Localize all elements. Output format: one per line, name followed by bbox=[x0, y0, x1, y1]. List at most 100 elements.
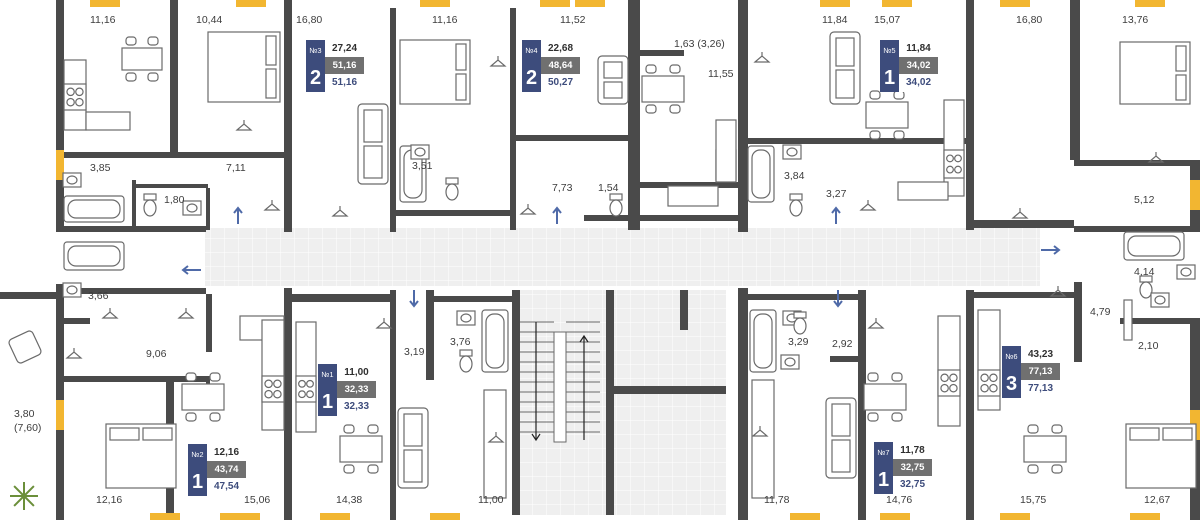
dining-table-icon bbox=[1023, 424, 1067, 474]
wall-segment bbox=[634, 50, 684, 56]
window bbox=[1190, 180, 1200, 210]
apartment-number: №1 bbox=[318, 364, 337, 388]
stove-icon bbox=[295, 375, 317, 403]
toilet-icon bbox=[459, 349, 473, 373]
arrow-icon bbox=[552, 206, 562, 224]
window bbox=[56, 400, 64, 430]
room-area-label: 16,80 bbox=[1016, 14, 1043, 26]
wall-segment bbox=[858, 290, 866, 520]
wall-segment bbox=[56, 0, 64, 230]
wall-segment bbox=[968, 220, 1074, 228]
sofa-icon bbox=[397, 407, 429, 489]
room-area-label: 14,38 bbox=[336, 494, 363, 506]
wall-segment bbox=[614, 386, 726, 394]
living-area: 27,24 bbox=[325, 40, 364, 57]
room-area-label: 3,29 bbox=[788, 336, 809, 348]
room-area-label: 11,78 bbox=[764, 494, 790, 506]
wall-segment bbox=[966, 0, 974, 230]
room-area-label: 3,66 bbox=[88, 290, 109, 302]
wall-segment bbox=[510, 8, 516, 230]
room-area-label: 2,10 bbox=[1138, 340, 1159, 352]
window bbox=[1000, 513, 1030, 520]
wall-segment bbox=[628, 0, 640, 230]
room-area-label: 13,76 bbox=[1122, 14, 1149, 26]
room-area-label: 12,16 bbox=[96, 494, 123, 506]
apartment-number: №3 bbox=[306, 40, 325, 64]
room-count: 1 bbox=[318, 388, 337, 416]
hanger-icon bbox=[263, 200, 281, 211]
toilet-icon bbox=[1139, 275, 1153, 299]
wall-segment bbox=[970, 292, 1074, 298]
dining-table-icon bbox=[339, 424, 383, 474]
hanger-icon bbox=[101, 308, 119, 319]
hanger-icon bbox=[65, 348, 83, 359]
window bbox=[540, 0, 570, 7]
window bbox=[150, 513, 180, 520]
total-area: 43,74 bbox=[207, 461, 246, 478]
wall-segment bbox=[394, 210, 514, 216]
armchair-icon bbox=[8, 330, 42, 364]
kitchen-counter bbox=[483, 389, 507, 499]
apartment-number: №6 bbox=[1002, 346, 1021, 370]
total-area-with-balcony: 32,75 bbox=[893, 476, 932, 494]
dining-table-icon bbox=[641, 64, 685, 114]
room-count: 1 bbox=[188, 468, 207, 496]
toilet-icon bbox=[789, 193, 803, 217]
kitchen-counter bbox=[85, 111, 131, 131]
wall-segment bbox=[1074, 282, 1082, 362]
wall-segment bbox=[132, 180, 136, 226]
wall-segment bbox=[512, 290, 520, 515]
bed-icon bbox=[105, 423, 177, 489]
sofa-icon bbox=[597, 55, 629, 105]
window bbox=[430, 513, 460, 520]
wall-segment bbox=[426, 290, 434, 380]
hanger-icon bbox=[235, 120, 253, 131]
arrow-icon bbox=[409, 290, 419, 308]
total-area-with-balcony: 32,33 bbox=[337, 398, 376, 416]
arrow-icon bbox=[233, 206, 243, 224]
hanger-icon bbox=[519, 204, 537, 215]
wall-segment bbox=[284, 288, 292, 520]
toilet-icon bbox=[445, 177, 459, 201]
wall-segment bbox=[206, 294, 212, 352]
toilet-icon bbox=[143, 193, 157, 217]
kitchen-counter bbox=[715, 119, 737, 183]
dining-table-icon bbox=[181, 372, 225, 422]
hanger-icon bbox=[1049, 286, 1067, 297]
kitchen-counter bbox=[751, 379, 775, 499]
sink-icon bbox=[780, 354, 800, 370]
bathtub-icon bbox=[1123, 231, 1185, 261]
room-area-label: 7,73 bbox=[552, 182, 573, 194]
window bbox=[56, 150, 64, 180]
total-area-with-balcony: 51,16 bbox=[325, 74, 364, 92]
room-count: 3 bbox=[1002, 370, 1021, 398]
wall-segment bbox=[584, 215, 740, 221]
room-area-label: 11,00 bbox=[478, 494, 504, 506]
hanger-icon bbox=[331, 206, 349, 217]
toilet-icon bbox=[793, 311, 807, 335]
wall-segment bbox=[58, 376, 208, 382]
toilet-icon bbox=[609, 193, 623, 217]
room-area-label: 1,54 bbox=[598, 182, 619, 194]
living-area: 43,23 bbox=[1021, 346, 1060, 363]
hanger-icon bbox=[487, 432, 505, 443]
bed-icon bbox=[1119, 41, 1191, 105]
wall-segment bbox=[966, 290, 974, 520]
sofa-icon bbox=[825, 397, 857, 479]
total-area-with-balcony: 77,13 bbox=[1021, 380, 1060, 398]
room-area-label: 1,63 (3,26) bbox=[674, 38, 725, 50]
room-area-label: 10,44 bbox=[196, 14, 223, 26]
sink-icon bbox=[62, 172, 82, 188]
window bbox=[882, 0, 912, 7]
room-area-label: 11,52 bbox=[560, 14, 586, 26]
room-count: 1 bbox=[874, 466, 893, 494]
